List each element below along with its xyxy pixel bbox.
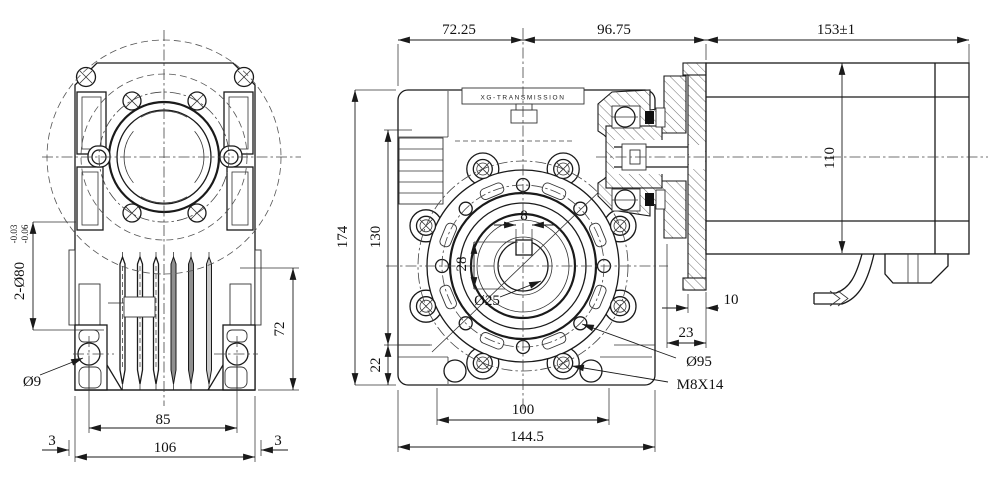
front-view-dimensions: 2-Ø80 -0.03 -0.06 Ø9 85 106 3 3 72 [9,221,299,462]
dim-tol-lower: -0.06 [20,224,30,243]
dim-130-label: 130 [368,226,384,249]
dim-100-label: 100 [512,402,535,418]
dim-174-label: 174 [335,225,351,248]
motor-flange-plate [687,62,707,291]
motor-body [705,62,970,255]
dim-10-label: 10 [724,292,739,308]
dim-tol-upper: -0.03 [9,224,19,243]
dim-22-label: 22 [368,358,384,373]
dim-dia9-label: Ø9 [23,374,41,390]
dim-23-label: 23 [679,325,694,341]
side-view-dimensions: 72.25 96.75 153±1 174 130 22 8 28 Ø25 Ø9… [335,22,970,452]
dim-9675-label: 96.75 [597,22,631,38]
dim-dia95-label: Ø95 [686,354,712,370]
motor-cable [814,253,863,294]
dim-m8x14-label: M8X14 [677,377,724,393]
cable-break-symbol [829,290,849,307]
dim-3-right-label: 3 [274,433,282,449]
dim-1445-label: 144.5 [510,429,544,445]
motor-adapter [597,62,707,291]
front-view: 2-Ø80 -0.03 -0.06 Ø9 85 106 3 3 72 [9,30,301,462]
dim-28-label: 28 [454,257,470,272]
cooling-fins [108,252,212,390]
dim-153-label: 153±1 [817,22,855,38]
side-fins [398,137,444,205]
dim-3-left-label: 3 [48,433,56,449]
dim-2xdia80-label: 2-Ø80 [12,262,28,300]
dim-8-label: 8 [520,208,528,224]
dim-dia25-label: Ø25 [474,293,500,309]
motor [705,62,970,307]
terminal-box [884,253,949,284]
dim-72-label: 72 [272,322,288,337]
dim-110-label: 110 [822,147,838,169]
dim-7225-label: 72.25 [442,22,476,38]
side-view: XG-TRANSMISSION [335,22,988,452]
keyway [515,239,533,256]
dim-106-label: 106 [154,440,177,456]
oil-plug [510,109,538,124]
dim-85-label: 85 [156,412,171,428]
corner-bolts [75,66,255,88]
mounting-feet [73,324,258,391]
nameplate-text: XG-TRANSMISSION [480,95,565,102]
bolt-circle [98,91,230,223]
